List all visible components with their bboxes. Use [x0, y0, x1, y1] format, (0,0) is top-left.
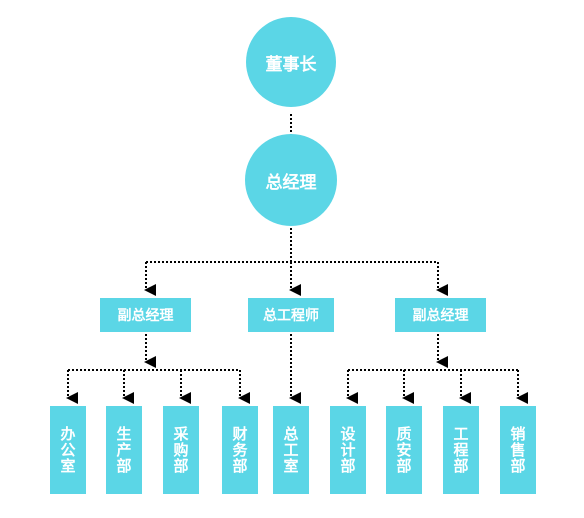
node-chairman: 董事长	[246, 17, 336, 107]
node-dept-chief-engineer-office: 总工室	[273, 406, 309, 494]
node-deputy-gm-right: 副总经理	[395, 298, 486, 332]
node-dept-procurement: 采购部	[163, 406, 199, 494]
node-dept-production: 生产部	[106, 406, 142, 494]
node-deputy-gm-left: 副总经理	[100, 298, 191, 332]
node-dept-sales: 销售部	[500, 406, 536, 494]
node-dept-design: 设计部	[330, 406, 366, 494]
node-dept-quality-safety: 质安部	[386, 406, 422, 494]
node-general-manager: 总经理	[245, 134, 337, 226]
node-dept-office: 办公室	[50, 406, 86, 494]
node-dept-engineering: 工程部	[443, 406, 479, 494]
node-chief-engineer: 总工程师	[248, 298, 334, 332]
node-dept-finance: 财务部	[222, 406, 258, 494]
